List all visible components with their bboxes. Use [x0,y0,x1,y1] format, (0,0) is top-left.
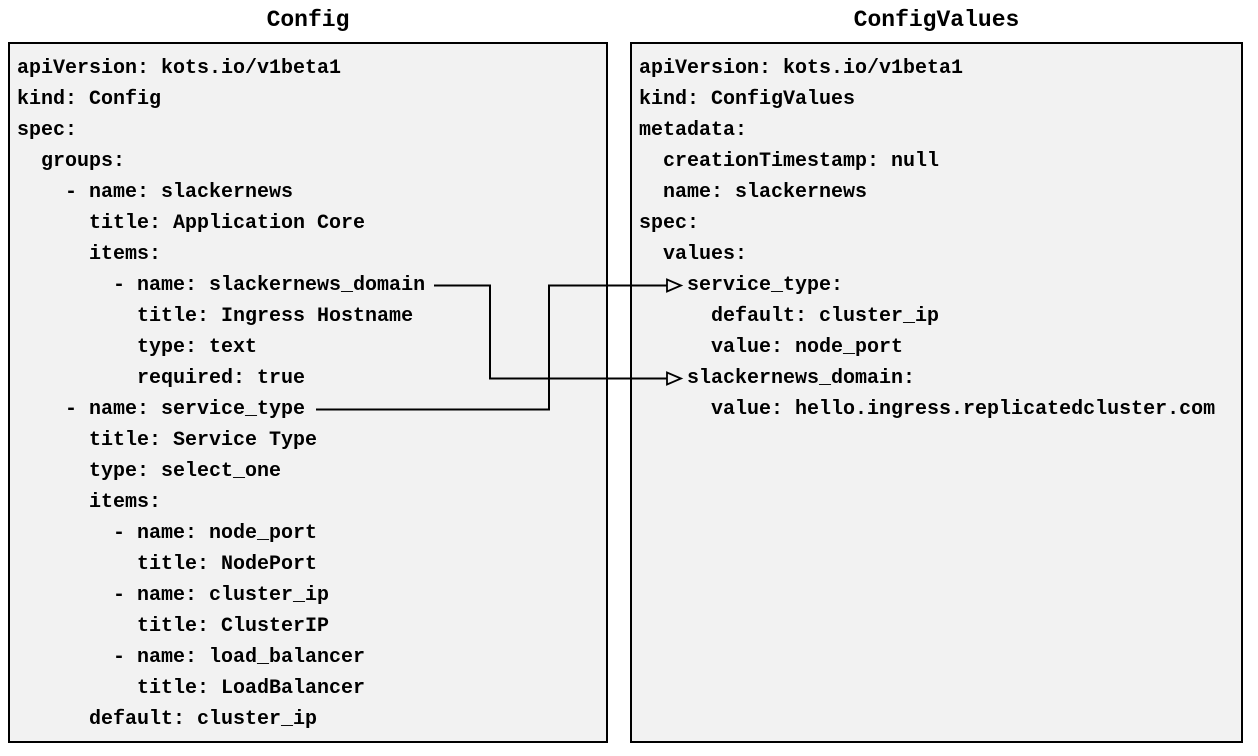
config-panel-title: Config [266,7,350,33]
config-yaml-code-block: apiVersion: kots.io/v1beta1 kind: Config… [8,42,608,743]
configvalues-panel-title: ConfigValues [853,7,1020,33]
configvalues-yaml-code-block: apiVersion: kots.io/v1beta1 kind: Config… [630,42,1243,743]
